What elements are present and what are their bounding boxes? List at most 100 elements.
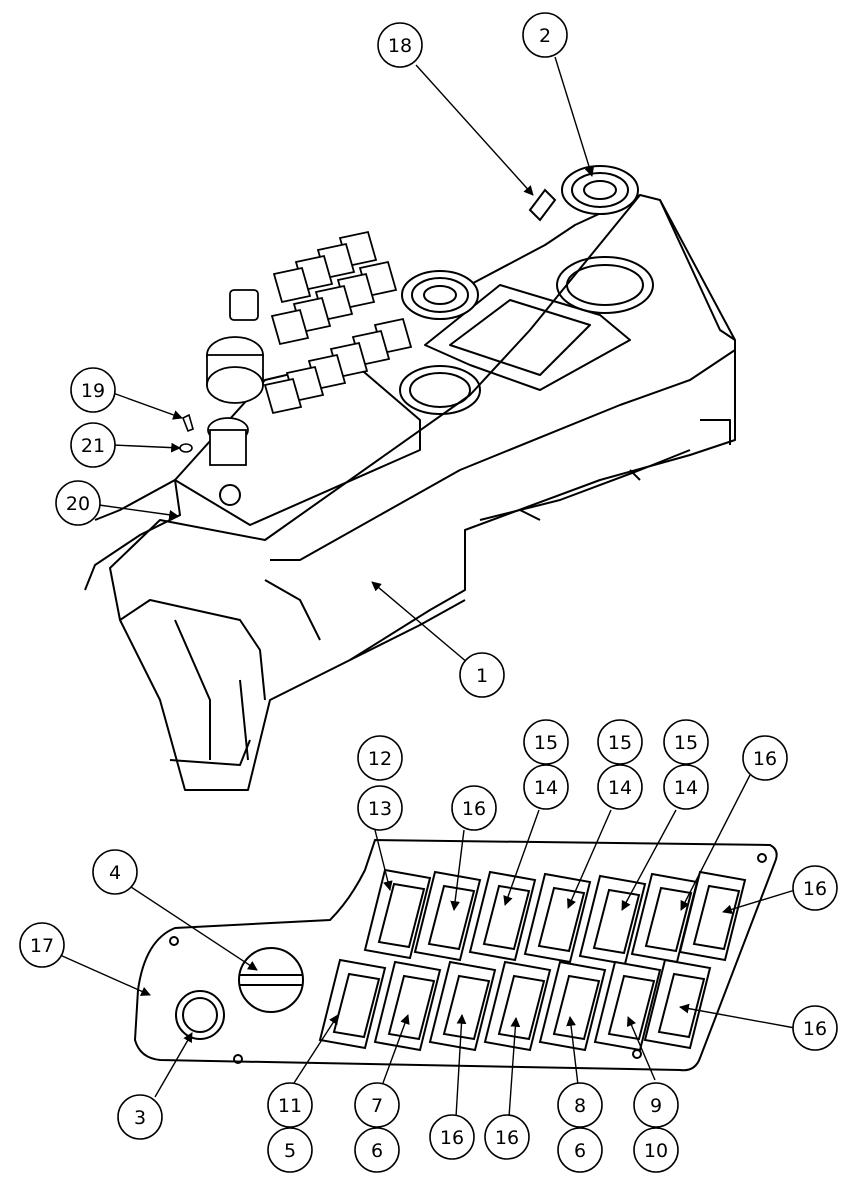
callout-circle — [117, 1094, 163, 1140]
callout-label: 4 — [109, 862, 121, 884]
callout-circle — [354, 1082, 400, 1128]
callout-circle — [597, 764, 643, 810]
callout-label: 13 — [368, 798, 392, 820]
callout-c20: 20 — [55, 480, 101, 526]
callout-c15a: 15 — [523, 719, 569, 765]
callout-circle — [357, 785, 403, 831]
callout-label: 15 — [608, 732, 632, 754]
callout-label: 1 — [476, 665, 488, 687]
callout-circle — [663, 719, 709, 765]
callout-label: 18 — [388, 35, 412, 57]
callout-label: 14 — [608, 777, 632, 799]
callout-label: 14 — [674, 777, 698, 799]
callout-label: 16 — [462, 798, 486, 820]
callout-circle — [377, 22, 423, 68]
callout-circle — [597, 719, 643, 765]
callout-c15b: 15 — [597, 719, 643, 765]
callout-c6a: 6 — [354, 1127, 400, 1173]
callout-c10: 10 — [633, 1127, 679, 1173]
leader-lines — [59, 56, 796, 1118]
callout-circle — [451, 785, 497, 831]
callout-circle — [92, 849, 138, 895]
callout-label: 15 — [674, 732, 698, 754]
callout-circle — [357, 735, 403, 781]
callout-c13: 13 — [357, 785, 403, 831]
callout-circle — [70, 367, 116, 413]
callout-c21: 21 — [70, 422, 116, 468]
callout-c7: 7 — [354, 1082, 400, 1128]
callout-c14b: 14 — [597, 764, 643, 810]
callout-label: 12 — [368, 748, 392, 770]
callout-label: 9 — [650, 1095, 662, 1117]
callout-label: 16 — [803, 1018, 827, 1040]
callout-c9: 9 — [633, 1082, 679, 1128]
screw-and-washer — [179, 413, 194, 453]
callout-circle — [70, 422, 116, 468]
callout-circle — [267, 1082, 313, 1128]
callout-label: 8 — [574, 1095, 586, 1117]
callout-circle — [633, 1127, 679, 1173]
callout-circle — [523, 764, 569, 810]
callout-label: 11 — [278, 1095, 302, 1117]
bracket — [84, 478, 182, 591]
callout-label: 16 — [753, 748, 777, 770]
callout-label: 15 — [534, 732, 558, 754]
callout-circle — [663, 764, 709, 810]
callout-label: 20 — [66, 493, 90, 515]
callout-circle — [55, 480, 101, 526]
callout-circle — [19, 922, 65, 968]
callout-c5: 5 — [267, 1127, 313, 1173]
callout-c16b: 16 — [742, 735, 788, 781]
callout-circle — [792, 865, 838, 911]
callout-c11: 11 — [267, 1082, 313, 1128]
callout-label: 3 — [134, 1107, 146, 1129]
callout-circle — [792, 1005, 838, 1051]
callout-circle — [354, 1127, 400, 1173]
callout-label: 14 — [534, 777, 558, 799]
callout-c18: 18 — [377, 22, 423, 68]
upper-switch-stack — [263, 230, 413, 415]
callout-c4: 4 — [92, 849, 138, 895]
callout-c1: 1 — [459, 652, 505, 698]
callout-circle — [267, 1127, 313, 1173]
callout-label: 2 — [539, 25, 551, 47]
callout-c17: 17 — [19, 922, 65, 968]
callout-label: 10 — [644, 1140, 668, 1162]
callout-label: 16 — [495, 1127, 519, 1149]
rocker-switches — [318, 868, 747, 1052]
callout-label: 6 — [371, 1140, 383, 1162]
switch-panel-plate — [133, 838, 778, 1072]
vent-assemblies — [401, 165, 639, 320]
callout-circle — [484, 1114, 530, 1160]
callout-circle — [429, 1114, 475, 1160]
callout-circle — [742, 735, 788, 781]
callout-label: 5 — [284, 1140, 296, 1162]
callout-circle — [459, 652, 505, 698]
callout-c19: 19 — [70, 367, 116, 413]
callout-label: 7 — [371, 1095, 383, 1117]
callout-c16d: 16 — [792, 1005, 838, 1051]
callout-circle — [557, 1127, 603, 1173]
callout-c16a: 16 — [451, 785, 497, 831]
callout-c15c: 15 — [663, 719, 709, 765]
callout-label: 16 — [440, 1127, 464, 1149]
callout-label: 6 — [574, 1140, 586, 1162]
callout-c3: 3 — [117, 1094, 163, 1140]
callout-label: 21 — [81, 435, 105, 457]
callout-circle — [523, 719, 569, 765]
callout-circle — [522, 12, 568, 58]
callout-group: 18 2 19 21 20 1 12 13 16 15 14 15 14 15 14 16 16 4 17 16 3 11… — [19, 12, 838, 1173]
callout-label: 19 — [81, 380, 105, 402]
callout-c2: 2 — [522, 12, 568, 58]
callout-c6b: 6 — [557, 1127, 603, 1173]
console-housing — [109, 194, 736, 791]
callout-label: 16 — [803, 878, 827, 900]
callout-circle — [633, 1082, 679, 1128]
connector-stack — [206, 289, 264, 466]
callout-c14a: 14 — [523, 764, 569, 810]
callout-c16e: 16 — [429, 1114, 475, 1160]
callout-c16f: 16 — [484, 1114, 530, 1160]
callout-label: 17 — [30, 935, 54, 957]
callout-c16c: 16 — [792, 865, 838, 911]
